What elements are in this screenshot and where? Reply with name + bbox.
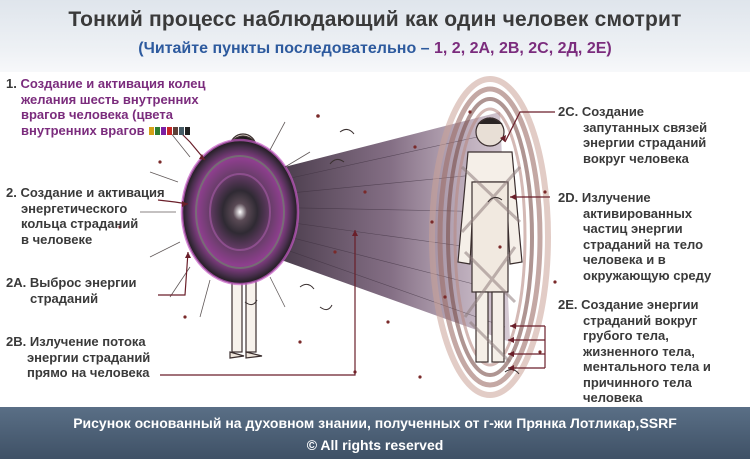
label-step-1: 1. Создание и активация колец желания ше… [6,76,205,138]
step-1-text-line4: внутренних врагов [21,123,145,138]
header: Тонкий процесс наблюдающий как один чело… [0,0,750,72]
footer: Рисунок основанный на духовном знании, п… [0,407,750,459]
step-2a-text-line1: Выброс энергии [30,275,137,290]
step-2a-text-line2: страданий [30,291,98,306]
step-2c-text-line4: вокруг человека [583,151,689,166]
label-step-2a: 2A. Выброс энергии страданий [6,275,137,306]
label-step-2e: 2E. Создание энергии страданий вокруг гр… [558,297,711,406]
step-2d-text-line6: окружающую среду [583,268,711,283]
step-1-number: 1. [6,76,17,91]
step-2e-text-line2: страданий вокруг [583,313,697,328]
label-step-2c: 2C. Создание запутанных связей энергии с… [558,104,707,166]
step-2c-text-line2: запутанных связей [583,120,707,135]
step-2-text-line3: кольца страданий [21,216,138,231]
step-2d-text-line4: страданий на тело [583,237,703,252]
step-2-number: 2. [6,185,17,200]
step-2a-number: 2A. [6,275,26,290]
enemy-color-swatch [173,127,178,135]
label-step-2d: 2D. Излучение активированных частиц энер… [558,190,711,283]
label-step-2b: 2B. Излучение потока энергии страданий п… [6,334,150,381]
step-1-text-line3: врагов человека (цвета [21,107,173,122]
enemy-color-swatch [155,127,160,135]
step-2c-number: 2C. [558,104,578,119]
enemy-color-swatch [179,127,184,135]
step-2e-text-line7: человека [583,390,643,405]
step-2-text-line1: Создание и активация [20,185,164,200]
step-2e-text-line6: причинного тела [583,375,692,390]
step-1-text-line1: Создание и активация колец [20,76,205,91]
step-2e-number: 2E. [558,297,578,312]
step-2e-text-line3: грубого тела, [583,328,669,343]
step-2d-text-line5: человека и в [583,252,666,267]
enemy-color-swatches [148,123,190,138]
step-2d-text-line1: Излучение [582,190,651,205]
step-2e-text-line1: Создание энергии [581,297,698,312]
diagram-stage: 1. Создание и активация колец желания ше… [0,72,750,407]
step-2e-text-line4: жизненного тела, [583,344,695,359]
rights-text: © All rights reserved [0,437,750,453]
enemy-color-swatch [167,127,172,135]
step-2b-text-line3: прямо на человека [27,365,150,380]
step-2c-text-line3: энергии страданий [583,135,706,150]
step-2b-number: 2B. [6,334,26,349]
step-2e-text-line5: ментального тела и [583,359,711,374]
step-2b-text-line1: Излучение потока [30,334,146,349]
page-title: Тонкий процесс наблюдающий как один чело… [0,8,750,32]
enemy-color-swatch [149,127,154,135]
page-subtitle: (Читайте пункты последовательно – 1, 2, … [0,40,750,58]
credit-text: Рисунок основанный на духовном знании, п… [0,415,750,431]
step-1-text-line2: желания шесть внутренних [21,92,199,107]
enemy-color-swatch [161,127,166,135]
subtitle-prefix: (Читайте пункты последовательно – [138,40,429,57]
step-2b-text-line2: энергии страданий [27,350,150,365]
step-2c-text-line1: Создание [582,104,644,119]
step-2d-text-line2: активированных [583,206,692,221]
label-step-2: 2. Создание и активация энергетического … [6,185,165,247]
energy-orb [182,140,298,284]
enemy-color-swatch [185,127,190,135]
step-2-text-line2: энергетического [21,201,127,216]
subtitle-steps: 1, 2, 2А, 2В, 2С, 2Д, 2Е) [434,40,612,57]
step-2-text-line4: в человеке [21,232,92,247]
step-2d-number: 2D. [558,190,578,205]
step-2d-text-line3: частиц энергии [583,221,683,236]
